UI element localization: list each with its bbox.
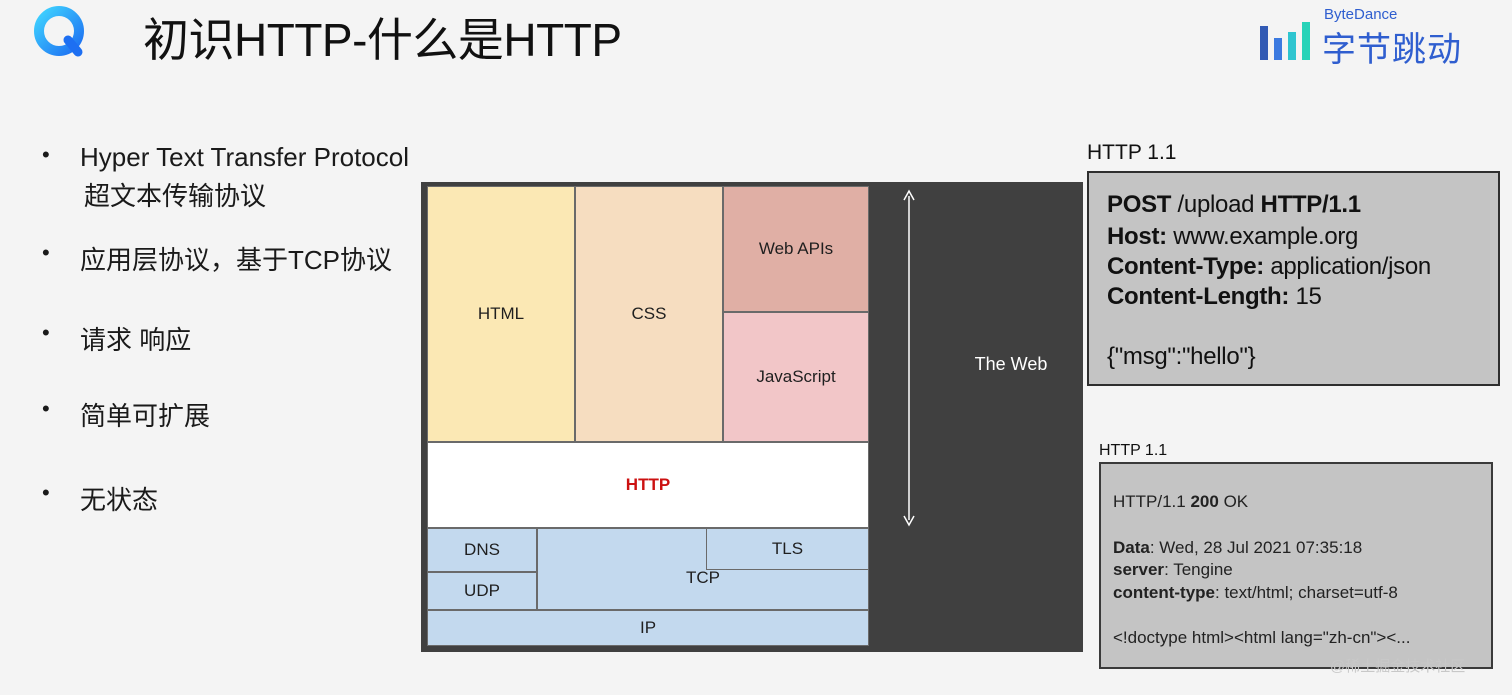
tls-block: TLS — [706, 528, 869, 570]
page-title: 初识HTTP-什么是HTTP — [143, 14, 622, 66]
header-key: Data — [1113, 538, 1150, 557]
header-date: Data: Wed, 28 Jul 2021 07:35:18 — [1113, 538, 1362, 558]
dns-block: DNS — [427, 528, 537, 572]
header-content-length: Content-Length: 15 — [1107, 283, 1322, 311]
web-apis-block: Web APIs — [723, 186, 869, 312]
bytedance-bars-icon — [1260, 22, 1310, 60]
udp-block: UDP — [427, 572, 537, 610]
brand-name-en: ByteDance — [1324, 6, 1398, 23]
brand-name-zh: 字节跳动 — [1322, 31, 1462, 69]
header-value: 15 — [1289, 283, 1322, 310]
header-value: : Wed, 28 Jul 2021 07:35:18 — [1149, 538, 1363, 557]
bullet-dot: • — [42, 142, 50, 167]
header-key: Content-Type: — [1107, 253, 1264, 280]
html-block: HTML — [427, 186, 575, 442]
http-block: HTTP — [427, 442, 869, 528]
header-value: : text/html; charset=utf-8 — [1215, 583, 1398, 602]
brand-logo: ByteDance 字节跳动 — [1258, 6, 1468, 69]
watermark: @稀土掘金技术社区 — [1330, 658, 1466, 675]
header-key: Content-Length: — [1107, 283, 1290, 310]
status-text: OK — [1218, 492, 1249, 511]
bullet-dot: • — [42, 320, 50, 345]
the-web-label: The Web — [974, 354, 1048, 374]
header-value: application/json — [1263, 253, 1431, 280]
bullet-dot: • — [42, 480, 50, 505]
bullet-text: 应用层协议，基于TCP协议 — [80, 245, 393, 275]
status-code: 200 — [1190, 492, 1219, 511]
response-body: <!doctype html><html lang="zh-cn"><... — [1113, 628, 1411, 647]
header-content-type: Content-Type: application/json — [1107, 253, 1431, 281]
bullet-text: 无状态 — [80, 485, 159, 515]
css-block: CSS — [575, 186, 723, 442]
app-logo-icon — [34, 6, 84, 57]
response-label: HTTP 1.1 — [1099, 442, 1168, 459]
protocol-stack-diagram: HTML CSS Web APIs JavaScript HTTP DNS UD… — [421, 182, 1083, 652]
bullet-text: 请求 响应 — [80, 325, 192, 355]
header-key: Host: — [1107, 223, 1167, 250]
header-value: www.example.org — [1166, 223, 1359, 250]
header-key: server — [1113, 560, 1165, 579]
ip-block: IP — [427, 610, 869, 646]
request-method: POST — [1107, 191, 1172, 218]
status-line: HTTP/1.1 200 OK — [1113, 492, 1248, 512]
request-line: POST /upload HTTP/1.1 — [1107, 191, 1361, 219]
header-content-type: content-type: text/html; charset=utf-8 — [1113, 583, 1398, 603]
bullet-dot: • — [42, 240, 50, 265]
header-key: content-type — [1113, 583, 1215, 602]
request-version: HTTP/1.1 — [1260, 191, 1362, 218]
request-path: /upload — [1171, 191, 1261, 218]
bullet-text: 简单可扩展 — [80, 401, 211, 431]
request-body: {"msg":"hello"} — [1107, 343, 1256, 370]
javascript-block: JavaScript — [723, 312, 869, 442]
bullet-dot: • — [42, 396, 50, 421]
bullet-text: Hyper Text Transfer Protocol — [80, 142, 409, 172]
http-response-box: HTTP/1.1 200 OK Data: Wed, 28 Jul 2021 0… — [1099, 462, 1493, 669]
header-value: : Tengine — [1164, 560, 1233, 579]
request-label: HTTP 1.1 — [1087, 141, 1177, 164]
header-server: server: Tengine — [1113, 560, 1233, 580]
double-arrow-icon — [903, 189, 915, 527]
header-host: Host: www.example.org — [1107, 223, 1358, 251]
status-version: HTTP/1.1 — [1113, 492, 1191, 511]
bullet-subtext: 超文本传输协议 — [84, 181, 267, 211]
http-request-box: POST /upload HTTP/1.1 Host: www.example.… — [1087, 171, 1500, 386]
